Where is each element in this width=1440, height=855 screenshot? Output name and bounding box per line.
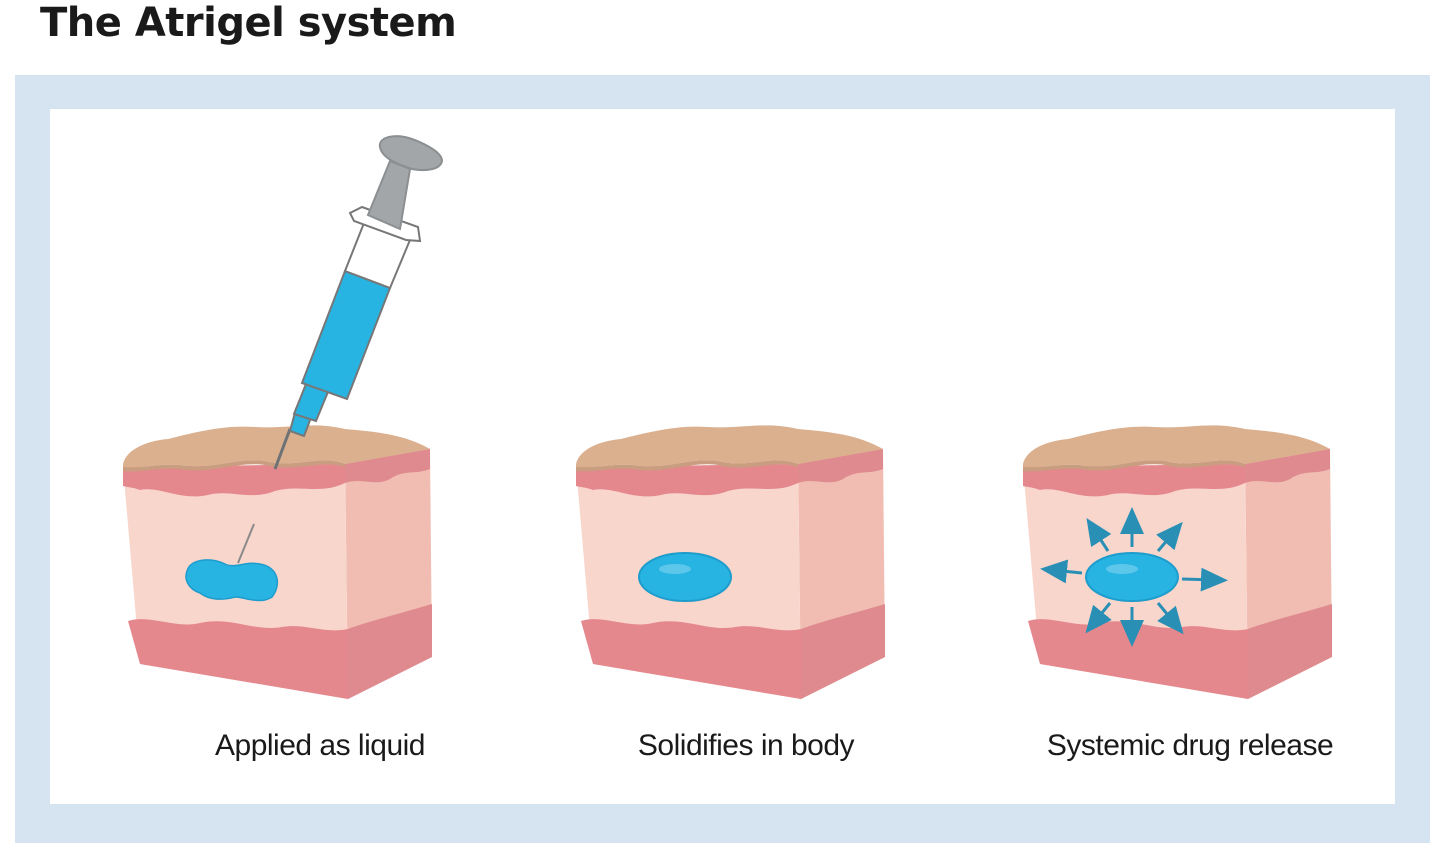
step-label-solidifies: Solidifies in body	[637, 729, 855, 762]
skin-block-3	[1022, 425, 1332, 699]
syringe-icon	[273, 135, 444, 470]
releasing-depot	[1085, 552, 1179, 602]
release-arrows	[1040, 507, 1228, 647]
diagram-title: The Atrigel system	[40, 0, 457, 46]
diagram-panel: Applied as liquid Solidifies in body Sys…	[50, 109, 1395, 804]
step-label-applied: Applied as liquid	[215, 729, 425, 762]
liquid-drug-blob	[185, 559, 279, 602]
solid-depot	[638, 552, 732, 602]
skin-block-1	[122, 425, 432, 699]
diagram-frame: Applied as liquid Solidifies in body Sys…	[15, 75, 1430, 843]
step-label-release: Systemic drug release	[1046, 729, 1334, 762]
diagram-illustration	[122, 135, 1332, 699]
skin-block-2	[575, 425, 885, 699]
